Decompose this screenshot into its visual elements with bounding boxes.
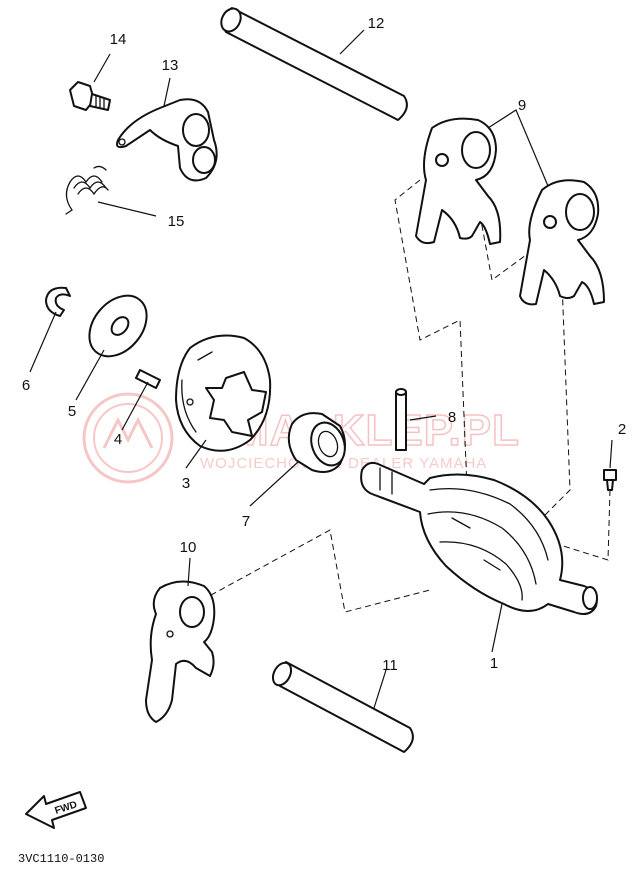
part-2-screw bbox=[603, 469, 617, 491]
callout-5: 5 bbox=[68, 403, 76, 420]
fwd-arrow-icon: FWD bbox=[25, 791, 87, 829]
part-8-dowel-pin bbox=[395, 388, 407, 451]
watermark-logo-icon bbox=[82, 392, 174, 484]
part-4-pin bbox=[135, 369, 161, 389]
part-9-shift-fork-upper bbox=[415, 117, 502, 245]
part-7-bearing bbox=[287, 412, 346, 473]
part-14-bolt bbox=[69, 81, 111, 111]
watermark-title: MASKLEP.PL bbox=[232, 406, 520, 455]
diagram-code: 3VC1110-0130 bbox=[18, 852, 104, 866]
callout-11: 11 bbox=[382, 657, 398, 674]
callout-13: 13 bbox=[162, 57, 179, 74]
watermark: MASKLEP.PL WOJCIECHOWICZ DEALER YAMAHA bbox=[82, 392, 520, 484]
part-12-shaft bbox=[220, 7, 408, 121]
callout-8: 8 bbox=[448, 409, 456, 426]
part-15-spring bbox=[65, 165, 109, 215]
callout-12: 12 bbox=[368, 15, 385, 32]
part-6-circlip bbox=[45, 286, 71, 317]
callout-6: 6 bbox=[22, 377, 30, 394]
callout-3: 3 bbox=[182, 475, 190, 492]
part-5-washer bbox=[88, 294, 148, 358]
callout-10: 10 bbox=[180, 539, 197, 556]
callout-15: 15 bbox=[168, 213, 185, 230]
part-10-shift-fork bbox=[145, 580, 216, 723]
callout-9: 9 bbox=[518, 97, 526, 114]
callout-2: 2 bbox=[618, 421, 626, 438]
callout-4: 4 bbox=[114, 431, 122, 448]
part-11-shaft bbox=[271, 661, 414, 753]
part-9-shift-fork-lower bbox=[519, 179, 605, 306]
callout-14: 14 bbox=[110, 31, 127, 48]
part-13-shift-arm bbox=[116, 98, 218, 182]
leader-lines bbox=[29, 29, 613, 709]
part-3-drum-segment bbox=[175, 334, 272, 452]
part-1-shift-drum bbox=[360, 461, 598, 615]
callout-numbers: 1 2 3 4 5 6 7 8 9 10 11 12 13 14 15 bbox=[22, 15, 626, 674]
callout-1: 1 bbox=[490, 655, 498, 672]
watermark-subtitle: WOJCIECHOWICZ DEALER YAMAHA bbox=[200, 455, 487, 472]
callout-7: 7 bbox=[242, 513, 250, 530]
